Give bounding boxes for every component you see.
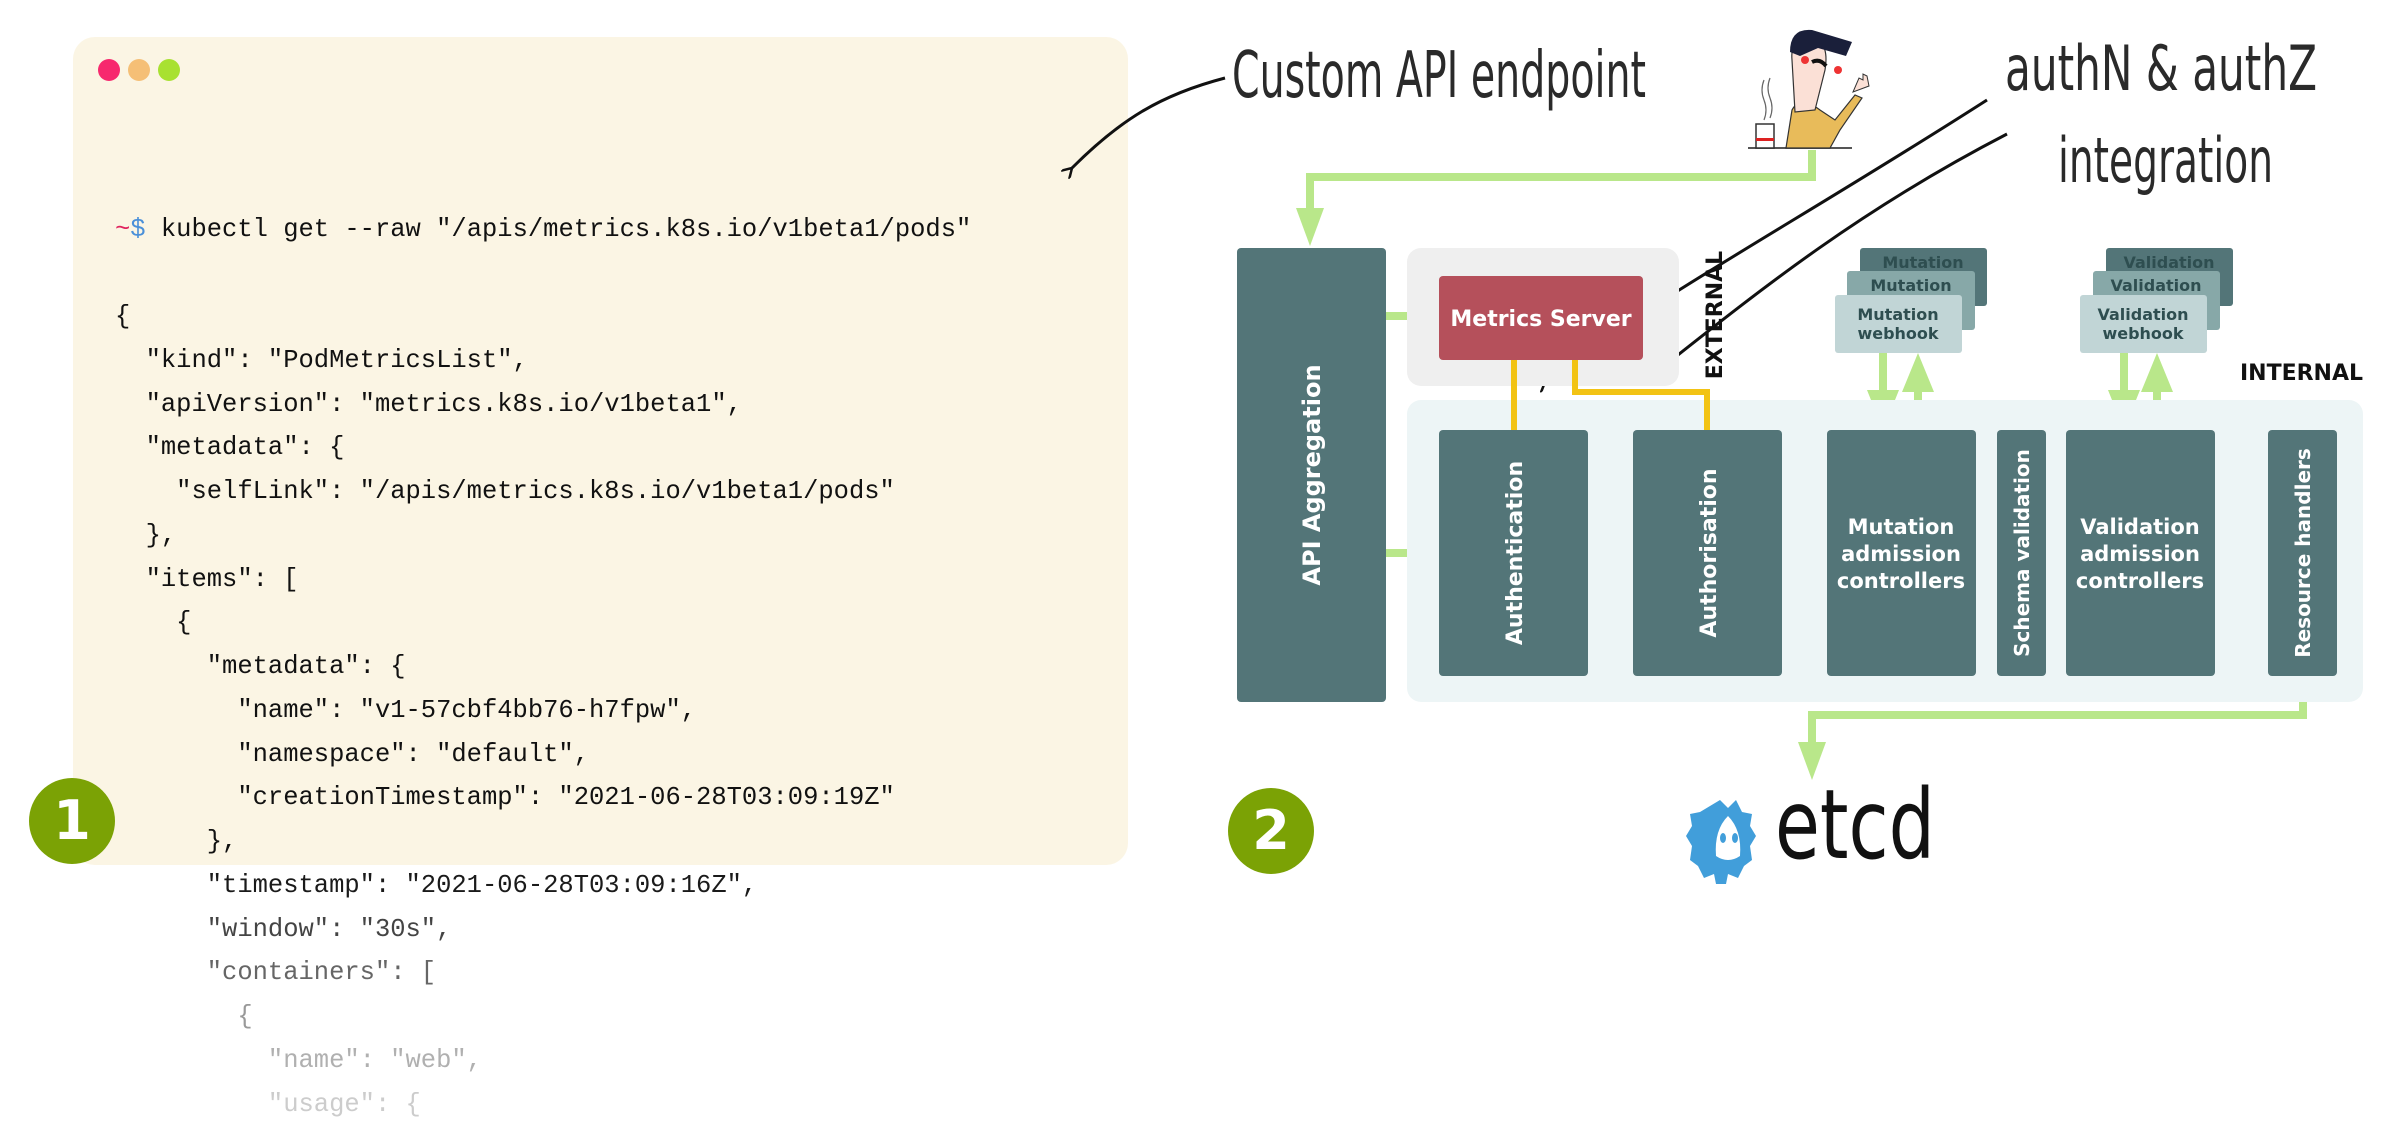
schema-validation-label: Schema validation [2010, 449, 2034, 657]
authorisation-label: Authorisation [1697, 468, 1722, 637]
architecture-diagram: Custom API endpoint authN & authZ integr… [0, 0, 2400, 900]
integration-annotation: integration [2058, 124, 2273, 197]
authn-authz-annotation: authN & authZ [2005, 32, 2317, 105]
validation-admission-label-2: admission [2080, 542, 2200, 566]
api-aggregation-label: API Aggregation [1298, 364, 1326, 585]
metrics-server-label: Metrics Server [1450, 307, 1631, 332]
json-line: "containers": [ [115, 951, 971, 995]
mutation-webhook-label-2: webhook [1857, 324, 1938, 343]
custom-api-arrow [1072, 78, 1225, 168]
mutation-webhook-label: Mutation [1857, 305, 1938, 324]
json-line: "window": "30s", [115, 908, 971, 952]
json-line: "name": "web", [115, 1039, 971, 1083]
waving-developer-illustration [1748, 30, 1869, 148]
etcd-logo: etcd [1686, 769, 1935, 884]
json-line: "usage": { [115, 1083, 971, 1126]
mutation-webhook-back-label: Mutation [1882, 253, 1963, 272]
mutation-webhook-mid-label: Mutation [1870, 276, 1951, 295]
external-label: EXTERNAL [1703, 251, 1728, 379]
validation-webhook-stack: Validation Validation Validation webhook [2080, 248, 2233, 353]
internal-label: INTERNAL [2240, 361, 2363, 386]
mutation-webhook-stack: Mutation Mutation Mutation webhook [1835, 248, 1987, 353]
mutation-admission-label-1: Mutation [1848, 515, 1955, 539]
resource-handlers-label: Resource handlers [2291, 448, 2315, 658]
mutation-admission-label-3: controllers [1837, 569, 1965, 593]
validation-webhook-mid-label: Validation [2110, 276, 2201, 295]
arrow-into-api-aggregation [1296, 208, 1324, 246]
json-line: { [115, 995, 971, 1039]
validation-webhook-back-label: Validation [2123, 253, 2214, 272]
etcd-wordmark: etcd [1775, 769, 1935, 881]
validation-webhook-label: Validation [2097, 305, 2188, 324]
validation-admission-label-3: controllers [2076, 569, 2204, 593]
mutation-admission-label-2: admission [1841, 542, 1961, 566]
custom-api-annotation: Custom API endpoint [1232, 39, 1646, 113]
authentication-label: Authentication [1503, 461, 1528, 645]
validation-admission-label-1: Validation [2080, 515, 2200, 539]
validation-webhook-label-2: webhook [2102, 324, 2183, 343]
